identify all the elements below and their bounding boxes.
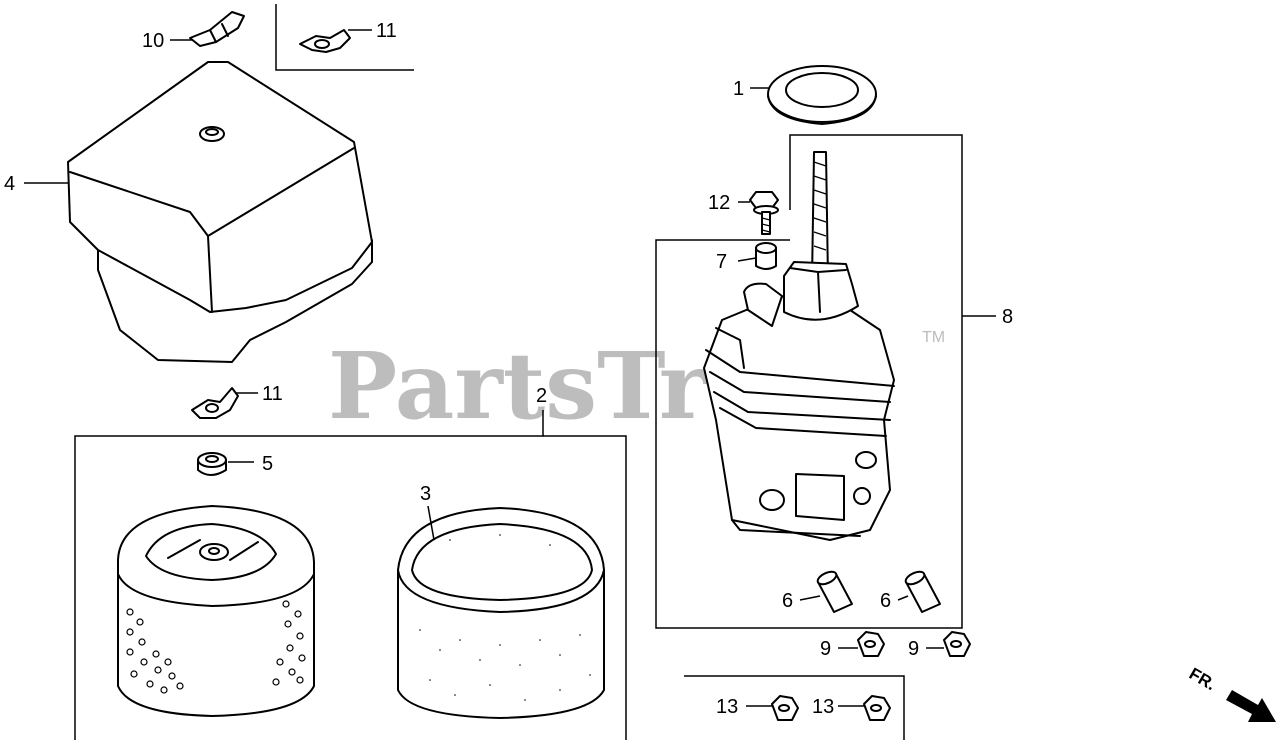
callout-9-right: 9 [908,638,919,660]
callout-13-right: 13 [812,696,834,718]
callout-7: 7 [716,251,727,273]
collar-part-7[interactable] [755,242,777,270]
callout-labels: 10 11 4 11 5 2 3 1 12 7 8 6 6 9 9 13 13 [4,20,1013,718]
callout-11-top: 11 [376,20,397,42]
air-filter-element[interactable] [117,505,315,717]
front-arrow-icon [1226,690,1276,722]
grommet-part-5[interactable] [197,452,227,476]
callout-10: 10 [142,30,164,52]
wing-nut-part-11-top[interactable] [299,29,351,53]
leader-lines [24,29,996,707]
callout-11-bottom: 11 [262,383,283,405]
callout-3: 3 [420,483,431,505]
bracket-part-13 [684,675,905,740]
bracket-part-11 [275,4,414,71]
watermark-trademark: TM [922,329,945,346]
front-direction-indicator: FR. [1186,664,1276,722]
bolt-part-12[interactable] [749,191,779,235]
bracket-part-2-top [74,410,544,740]
callout-12: 12 [708,192,730,214]
callout-6-left: 6 [782,590,793,612]
nut-part-13-right[interactable] [863,695,891,721]
group-brackets [74,4,963,740]
callout-1: 1 [733,78,744,100]
foam-texture [419,534,591,701]
bracket-part-2-right [543,435,627,740]
nut-part-9-right[interactable] [943,631,971,657]
bracket-part-8 [655,134,963,629]
front-label: FR. [1186,664,1219,694]
callout-13-left: 13 [716,696,738,718]
nut-part-13-left[interactable] [771,695,799,721]
air-cleaner-case-part-8[interactable] [703,151,895,541]
filter-perforations [126,600,306,694]
pipe-part-6-right[interactable] [904,569,941,613]
gasket-part-1[interactable] [767,65,877,125]
callout-8: 8 [1002,306,1013,328]
callout-9-left: 9 [820,638,831,660]
pipe-part-6-left[interactable] [816,569,853,613]
callout-4: 4 [4,173,15,195]
foam-pre-filter-part-3[interactable] [397,507,605,719]
callout-2: 2 [536,385,547,407]
clip-part-10[interactable] [189,11,245,47]
air-cleaner-cover-part-4[interactable] [67,61,373,363]
callout-5: 5 [262,453,273,475]
callout-6-right: 6 [880,590,891,612]
wing-nut-part-11-bottom[interactable] [191,387,239,419]
nut-part-9-left[interactable] [857,631,885,657]
